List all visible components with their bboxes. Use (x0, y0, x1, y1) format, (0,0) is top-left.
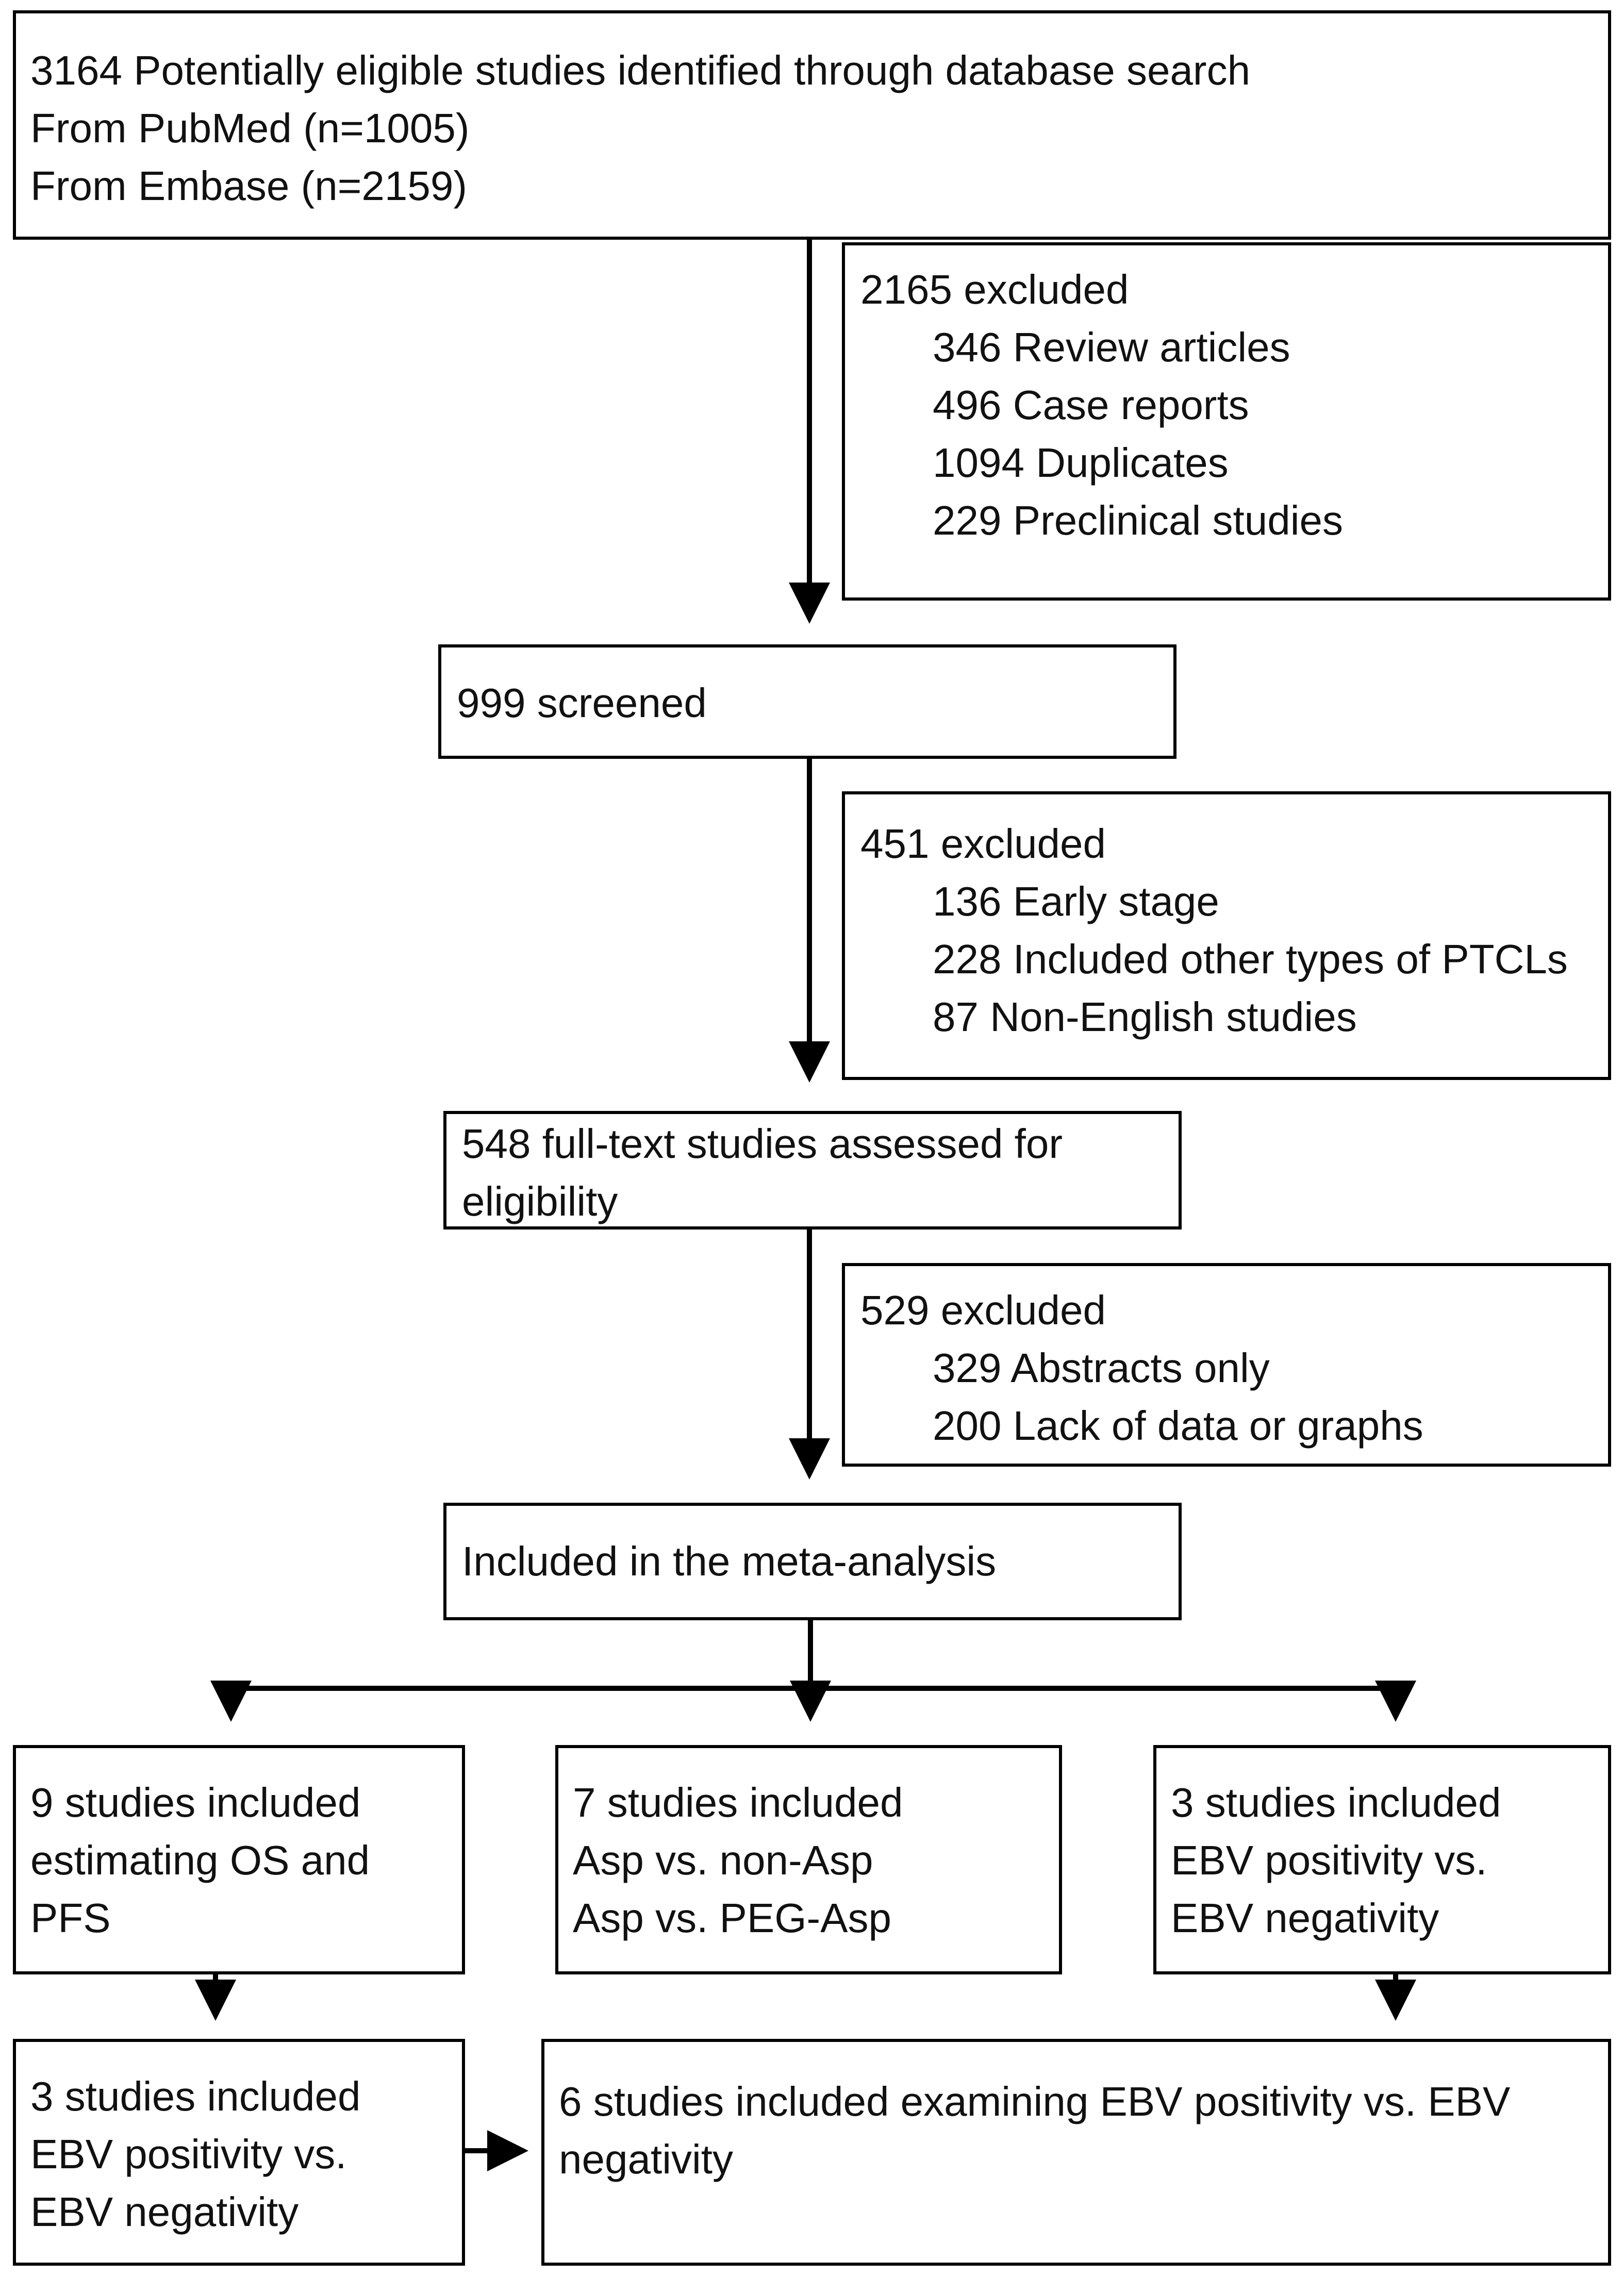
excluded-3-item: 329 Abstracts only (933, 1345, 1270, 1391)
excluded-1-item: 496 Case reports (933, 382, 1249, 428)
branch-asp-line: Asp vs. non-Asp (573, 1837, 873, 1883)
included-box: Included in the meta-analysis (443, 1503, 1182, 1620)
branch-os-pfs-line: estimating OS and (30, 1837, 370, 1883)
excluded-1-item: 229 Preclinical studies (933, 497, 1343, 543)
sub-ebv-line: EBV positivity vs. (30, 2131, 347, 2177)
excluded-1-title: 2165 excluded (860, 267, 1129, 312)
identification-title: 3164 Potentially eligible studies identi… (30, 47, 1251, 93)
excluded-box-1: 2165 excluded 346 Review articles 496 Ca… (842, 242, 1611, 601)
branch-os-pfs-line: PFS (30, 1895, 111, 1941)
excluded-1-item: 1094 Duplicates (933, 440, 1229, 486)
included-label: Included in the meta-analysis (462, 1538, 997, 1584)
branch-asp-line: 7 studies included (573, 1780, 903, 1825)
excluded-box-3: 529 excluded 329 Abstracts only 200 Lack… (842, 1263, 1611, 1467)
branch-asp-line: Asp vs. PEG-Asp (573, 1895, 891, 1941)
identification-line-pubmed: From PubMed (n=1005) (30, 105, 470, 151)
combined-ebv-line: negativity (559, 2136, 733, 2182)
combined-ebv-line: 6 studies included examining EBV positiv… (559, 2079, 1511, 2124)
fulltext-line: 548 full-text studies assessed for (462, 1121, 1063, 1167)
excluded-3-title: 529 excluded (860, 1287, 1106, 1333)
excluded-3-item: 200 Lack of data or graphs (933, 1403, 1423, 1449)
excluded-1-item: 346 Review articles (933, 324, 1290, 370)
branch-ebv-line: 3 studies included (1171, 1780, 1501, 1825)
sub-ebv-line: EBV negativity (30, 2189, 299, 2235)
excluded-2-item: 87 Non-English studies (933, 994, 1357, 1040)
screened-label: 999 screened (457, 680, 707, 726)
branch-ebv-line: EBV negativity (1171, 1895, 1439, 1941)
branch-os-pfs-box: 9 studies included estimating OS and PFS (13, 1745, 465, 1974)
excluded-2-title: 451 excluded (860, 821, 1106, 867)
sub-ebv-box: 3 studies included EBV positivity vs. EB… (13, 2039, 465, 2266)
fulltext-box: 548 full-text studies assessed for eligi… (443, 1111, 1182, 1230)
branch-ebv-line: EBV positivity vs. (1171, 1837, 1487, 1883)
identification-box: 3164 Potentially eligible studies identi… (13, 10, 1611, 240)
sub-ebv-line: 3 studies included (30, 2073, 361, 2119)
screened-box: 999 screened (438, 644, 1176, 759)
branch-ebv-box: 3 studies included EBV positivity vs. EB… (1153, 1745, 1611, 1974)
combined-ebv-box: 6 studies included examining EBV positiv… (541, 2039, 1611, 2266)
branch-asp-box: 7 studies included Asp vs. non-Asp Asp v… (555, 1745, 1062, 1974)
excluded-2-item: 136 Early stage (933, 878, 1219, 924)
fulltext-line: eligibility (462, 1178, 618, 1224)
branch-os-pfs-line: 9 studies included (30, 1780, 361, 1825)
excluded-2-item: 228 Included other types of PTCLs (933, 936, 1568, 982)
identification-line-embase: From Embase (n=2159) (30, 163, 468, 209)
excluded-box-2: 451 excluded 136 Early stage 228 Include… (842, 791, 1611, 1080)
